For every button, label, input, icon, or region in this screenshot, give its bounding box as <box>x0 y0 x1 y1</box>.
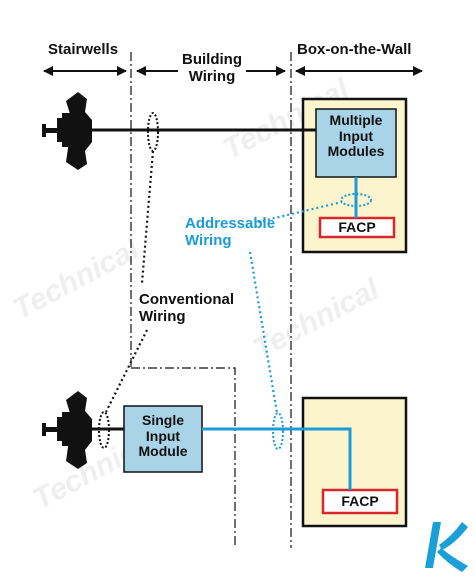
building-wiring-header-line2: Wiring <box>188 67 236 85</box>
upper-pull-station-icon <box>42 92 92 170</box>
single-input-module-label: Single Input Module <box>124 412 202 460</box>
facp-bottom-label: FACP <box>341 493 379 509</box>
upper-conventional-ellipse <box>147 112 159 152</box>
stairwells-header: Stairwells <box>48 41 119 58</box>
svg-text:Technical: Technical <box>248 272 385 366</box>
lower-addressable-wire <box>202 427 352 490</box>
addressable-wiring-line1: Addressable <box>185 215 276 232</box>
conventional-leader-up <box>140 150 155 284</box>
brand-logo <box>425 522 468 572</box>
multiple-input-modules-box <box>315 108 397 178</box>
building-wiring-header-line1: Building <box>182 51 242 68</box>
multiple-input-modules-line1: Multiple <box>329 112 383 128</box>
upper-addressable-ellipse <box>340 193 372 207</box>
conventional-wiring-line1: Conventional <box>139 291 235 308</box>
single-input-module-line2: Input <box>145 427 181 444</box>
addressable-wiring-label: Addressable Wiring <box>185 215 276 250</box>
multiple-input-modules-line3: Modules <box>327 143 385 160</box>
box-on-the-wall-header: Box-on-the-Wall <box>297 41 412 58</box>
lower-addressable-ellipse <box>272 412 284 450</box>
multiple-input-modules-line2: Input <box>338 127 374 144</box>
multiple-input-modules-label: Multiple Input Modules <box>316 112 396 160</box>
facp-top-label: FACP <box>338 219 376 235</box>
conventional-wiring-line2: Wiring <box>139 307 186 325</box>
single-input-module-box <box>123 405 203 473</box>
addressable-leader-up <box>257 200 343 224</box>
facp-bottom-box <box>321 488 399 515</box>
addressable-leader-down <box>248 251 279 414</box>
lower-conventional-ellipse <box>98 411 110 449</box>
lower-pull-station-icon <box>42 391 92 469</box>
addressable-wiring-line2: Wiring <box>185 231 232 249</box>
conventional-leader-down <box>105 329 148 413</box>
conventional-wiring-label: Conventional Wiring <box>139 291 235 326</box>
single-input-module-line3: Module <box>138 443 188 460</box>
svg-text:Technical: Technical <box>8 232 145 326</box>
single-input-module-line1: Single <box>141 412 184 428</box>
building-wiring-header: Building Wiring <box>178 51 246 86</box>
lower-stairwell-divider <box>131 367 236 548</box>
